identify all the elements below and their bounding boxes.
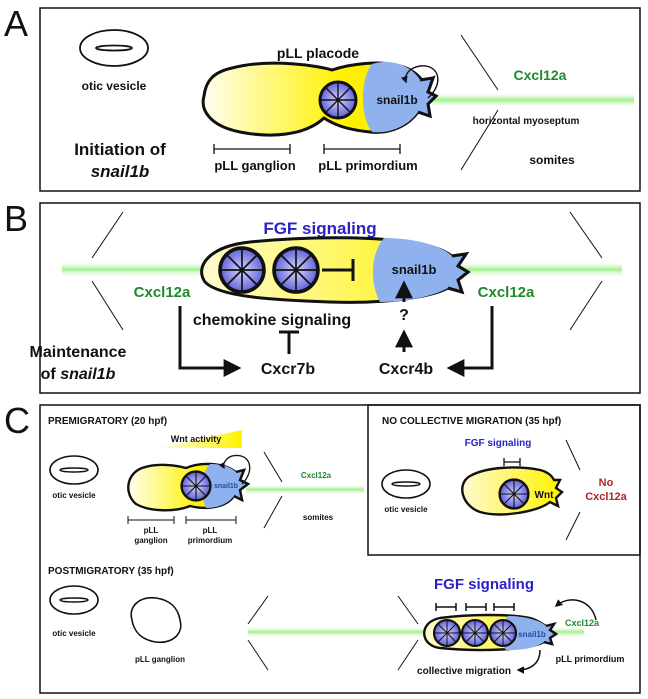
pll-ganglion-label: pLL ganglion [214, 158, 295, 173]
fgf-signaling-label: FGF signaling [263, 219, 376, 238]
cxcl12a-right-label: Cxcl12a [478, 284, 535, 301]
postmigratory-snail1b-label: snail1b [518, 630, 546, 639]
cell-rosette [318, 80, 358, 120]
somite-boundary [247, 595, 269, 625]
pll-primordium-line2: primordium [188, 536, 232, 545]
panel-c-frame [39, 404, 641, 694]
cxcl12a-label: Cxcl12a [514, 67, 567, 83]
primordium-tip-outline [447, 252, 471, 295]
horizontal-myoseptum-label: horizontal myoseptum [473, 116, 580, 127]
snail1b-domain [363, 61, 436, 133]
snail1b-label: snail1b [392, 262, 437, 277]
initiation-title-line1: Initiation of [74, 140, 166, 159]
panel-b-frame [39, 202, 641, 394]
panel-a-letter: A [4, 3, 28, 44]
panel-b-letter: B [4, 198, 28, 239]
postmigratory-otic-label: otic vesicle [52, 629, 96, 638]
premigratory-somites-label: somites [303, 513, 334, 522]
pll-ganglion-line2: ganglion [134, 536, 167, 545]
somite-boundary [460, 109, 499, 171]
postmigratory-fgf-label: FGF signaling [434, 576, 534, 593]
somite-boundary [460, 34, 499, 91]
cxcl12a-to-cxcr7b-arrow [178, 306, 242, 377]
postmigratory-ganglion-label: pLL ganglion [135, 655, 185, 664]
otic-vesicle-lumen [95, 44, 133, 52]
cxcl12a-stripe [432, 92, 634, 108]
otic-vesicle-label: otic vesicle [82, 79, 147, 93]
cell-rosette [218, 246, 266, 294]
placode-tip-outline [233, 468, 251, 503]
cxcl12a-left-label: Cxcl12a [134, 284, 191, 301]
cxcr7b-label: Cxcr7b [261, 361, 315, 378]
fgf-range-bars [435, 603, 515, 611]
snail1b-label: snail1b [376, 93, 417, 107]
otic-vesicle-lumen [59, 597, 89, 603]
panel-a-frame [39, 7, 641, 192]
cxcl12a-induction-arrow [218, 454, 251, 485]
cxcr4b-label: Cxcr4b [379, 361, 433, 378]
somite-boundary [91, 211, 124, 259]
initiation-title-line2: snail1b [91, 162, 150, 181]
maintenance-title-line1: Maintenance [30, 344, 127, 361]
somite-boundary [565, 439, 581, 471]
cxcl12a-attraction-arrow [554, 599, 597, 621]
cell-rosette [488, 618, 518, 648]
cell-rosette [498, 478, 530, 510]
somite-boundary [569, 280, 603, 331]
pll-placode-label: pLL placode [277, 45, 359, 61]
no-migration-otic-label: otic vesicle [384, 505, 428, 514]
no-migration-fgf-label: FGF signaling [465, 438, 532, 449]
chemokine-signaling-label: chemokine signaling [193, 312, 351, 329]
cell-rosette [432, 618, 462, 648]
wnt-label: Wnt [535, 490, 555, 501]
no-cxcl12a-line1: No [599, 477, 614, 489]
placode-tip-outline [417, 76, 439, 119]
pll-primordium-line1: pLL [203, 526, 218, 535]
somite-boundary [565, 511, 581, 541]
premigratory-snail1b-label: snail1b [214, 483, 238, 490]
somite-boundary [397, 595, 419, 625]
primordium-tip-outline [543, 622, 559, 646]
somite-boundary [397, 639, 419, 671]
wnt-activity-label: Wnt activity [171, 434, 222, 444]
premigratory-title: PREMIGRATORY (20 hpf) [48, 416, 167, 427]
postmigratory-cxcl12a-label: Cxcl12a [565, 618, 600, 628]
cell-rosette [460, 618, 490, 648]
panel-c-letter: C [4, 400, 30, 441]
premigratory-otic-label: otic vesicle [52, 491, 96, 500]
somite-boundary [263, 451, 283, 483]
premigratory-cxcl12a-label: Cxcl12a [301, 471, 332, 480]
pll-ganglion-line1: pLL [144, 526, 159, 535]
maintenance-snail1b: snail1b [60, 366, 115, 383]
postmigratory-primordium-label: pLL primordium [556, 654, 625, 664]
pll-ganglion-shape [130, 596, 182, 644]
no-cxcl12a-line2: Cxcl12a [585, 491, 627, 503]
collective-migration-label: collective migration [417, 666, 511, 677]
question-mark: ? [399, 307, 409, 324]
wnt-activity-gradient [160, 430, 242, 448]
cxcl12a-induction-arrow [400, 65, 439, 99]
cxcl12a-stripe [246, 484, 364, 495]
maintenance-of: of [41, 366, 57, 383]
somite-boundary [91, 280, 124, 331]
no-migration-title: NO COLLECTIVE MIGRATION (35 hpf) [382, 416, 561, 427]
somite-boundary [247, 639, 269, 671]
cell-rosette [180, 470, 212, 502]
collective-migration-arrow [516, 649, 541, 674]
cxcl12a-to-cxcr4b-arrow [446, 306, 494, 377]
pll-primordium-label: pLL primordium [318, 158, 417, 173]
somites-label: somites [529, 153, 575, 167]
otic-vesicle-lumen [391, 481, 421, 487]
somite-boundary [263, 495, 283, 529]
postmigratory-title: POSTMIGRATORY (35 hpf) [48, 566, 174, 577]
maintenance-title-line2: of snail1b [41, 366, 116, 383]
otic-vesicle-lumen [59, 467, 89, 473]
no-migration-subframe [367, 404, 641, 556]
somite-boundary [569, 211, 603, 259]
cell-rosette [272, 246, 320, 294]
